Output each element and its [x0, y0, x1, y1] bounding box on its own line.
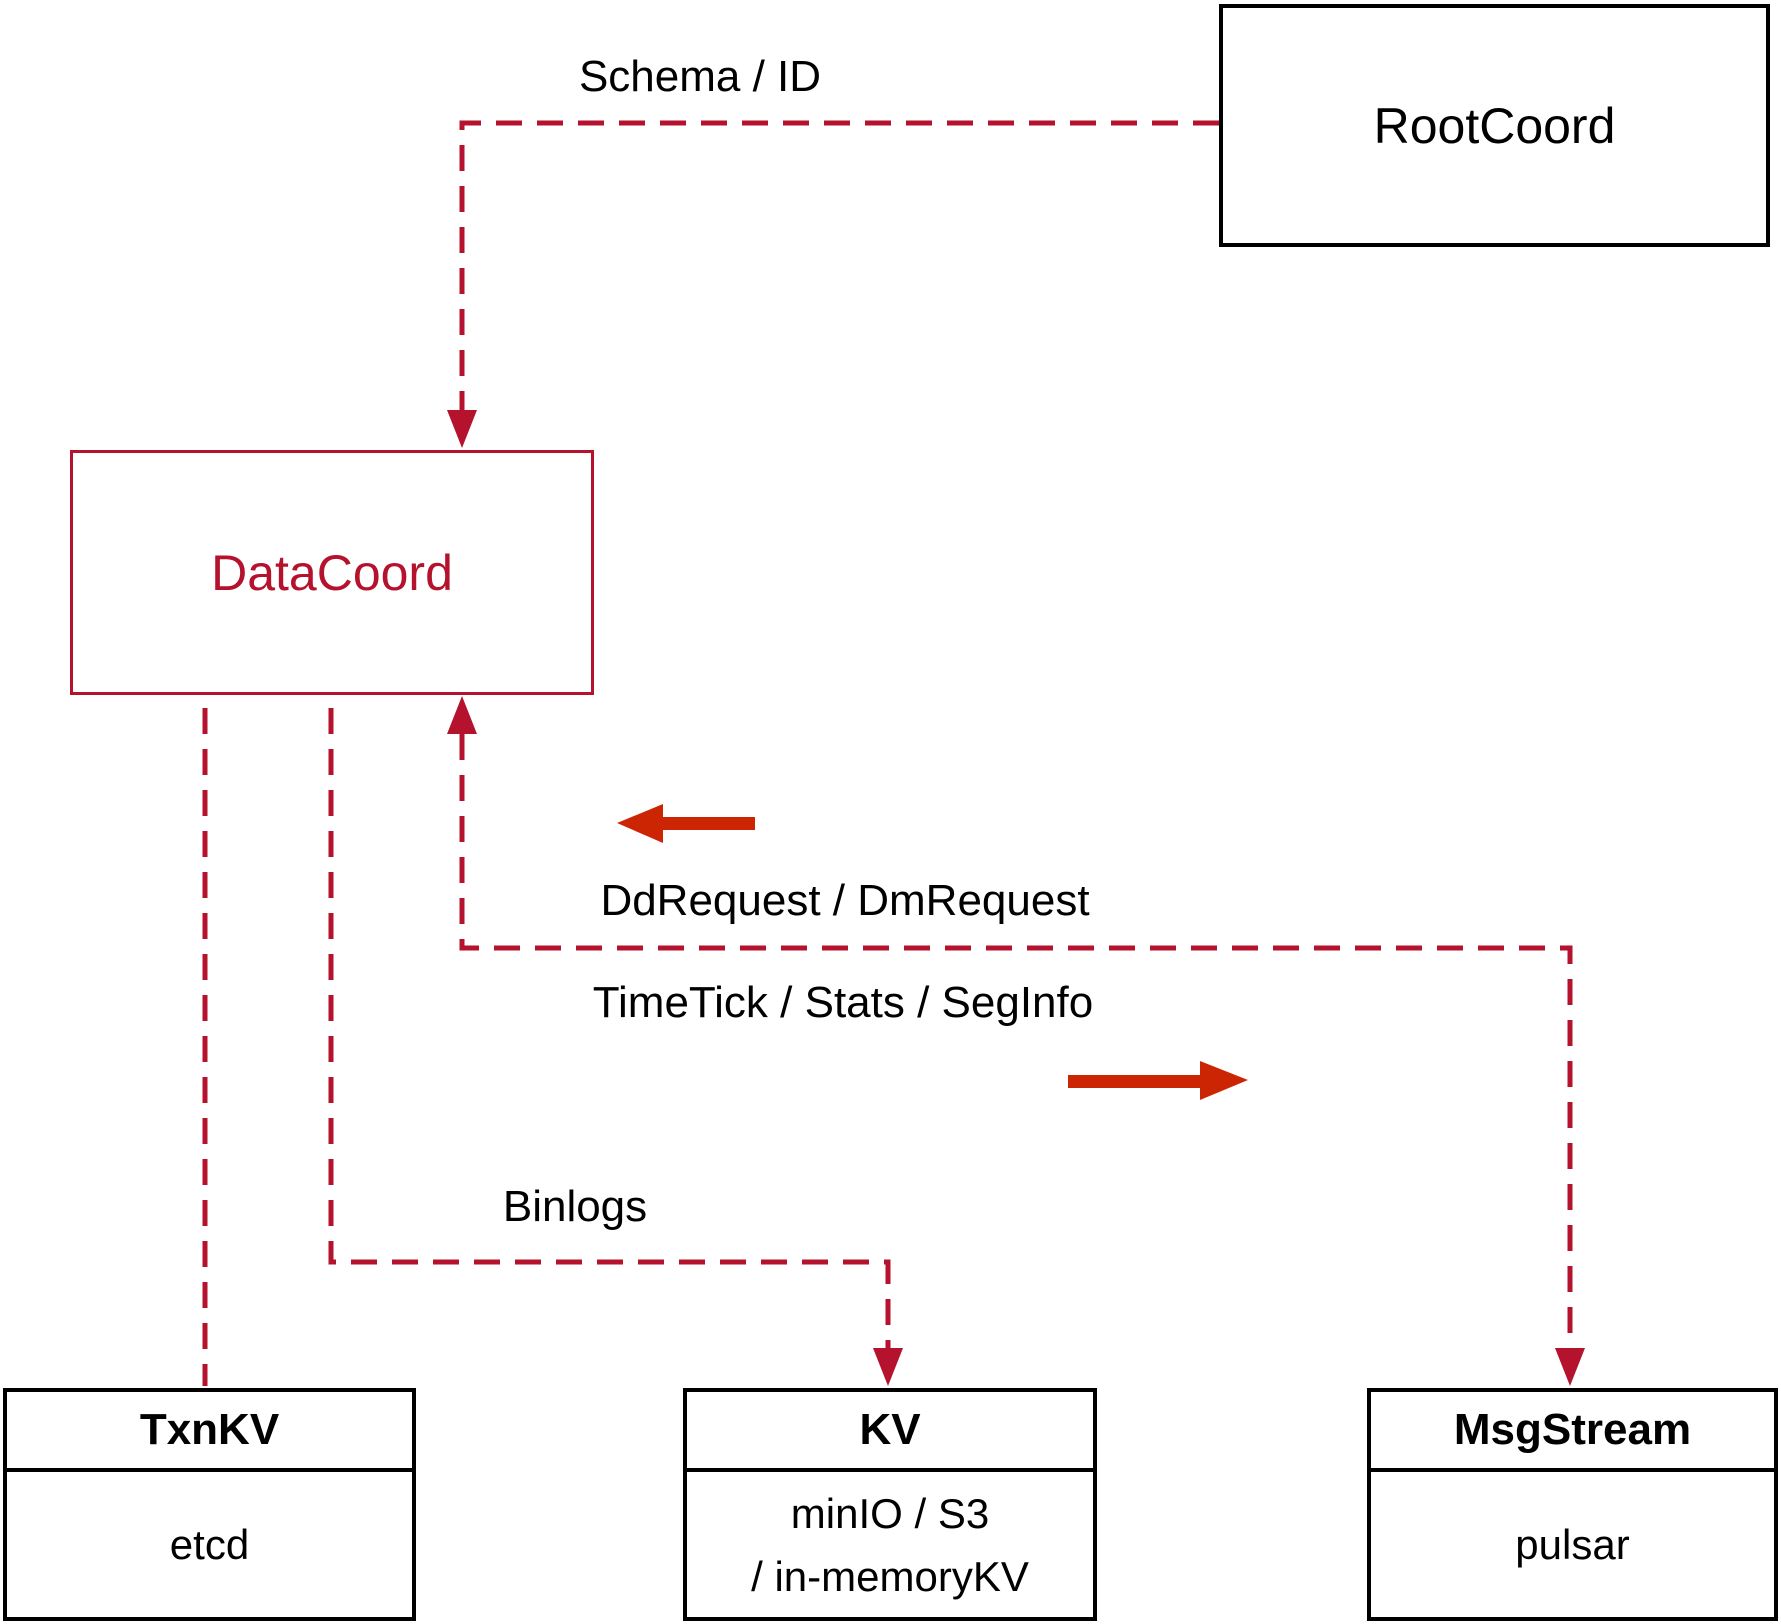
- direction-arrow-right-icon: [1068, 1061, 1248, 1100]
- msgstream-title: MsgStream: [1371, 1392, 1774, 1472]
- node-msgstream: MsgStream pulsar: [1367, 1388, 1778, 1621]
- node-kv: KV minIO / S3 / in-memoryKV: [683, 1388, 1097, 1621]
- arrowhead-down-kv: [873, 1348, 903, 1386]
- txnkv-title: TxnKV: [7, 1392, 412, 1472]
- node-rootcoord: RootCoord: [1219, 4, 1770, 247]
- node-txnkv: TxnKV etcd: [3, 1388, 416, 1621]
- edge-label-schema-id: Schema / ID: [578, 52, 822, 101]
- kv-title: KV: [687, 1392, 1093, 1472]
- edge-binlogs: [328, 708, 903, 1386]
- arrowhead-up-datacoord: [447, 696, 477, 734]
- arrowhead-down-datacoord: [447, 410, 477, 448]
- datacoord-label: DataCoord: [211, 544, 453, 601]
- node-datacoord: DataCoord: [70, 450, 594, 695]
- edge-datacoord-msgstream: [447, 696, 1585, 1386]
- kv-body: minIO / S3 / in-memoryKV: [687, 1472, 1093, 1617]
- edge-schema-id: [447, 120, 1219, 448]
- msgstream-body: pulsar: [1515, 1521, 1630, 1568]
- edge-label-ddrequest-dmrequest: DdRequest / DmRequest: [600, 876, 1090, 925]
- kv-body-line2: / in-memoryKV: [751, 1552, 1029, 1600]
- edge-label-timetick-stats-seginfo: TimeTick / Stats / SegInfo: [592, 978, 1094, 1027]
- direction-arrow-left-icon: [617, 804, 755, 843]
- kv-body-line1: minIO / S3: [790, 1489, 990, 1537]
- edge-label-binlogs: Binlogs: [502, 1182, 648, 1231]
- txnkv-body: etcd: [169, 1521, 250, 1568]
- rootcoord-label: RootCoord: [1373, 97, 1616, 154]
- arrowhead-down-msgstream: [1555, 1348, 1585, 1386]
